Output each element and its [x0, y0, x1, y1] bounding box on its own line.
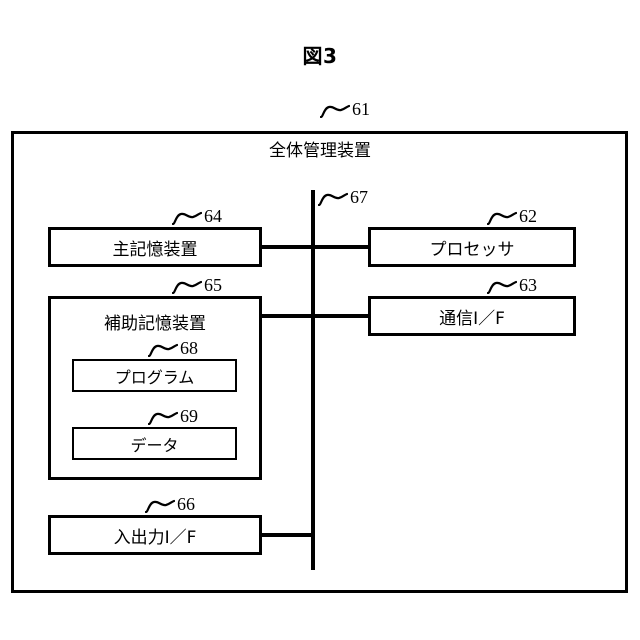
node-program-label: プログラム — [114, 367, 195, 387]
reference-callout-61: 61 — [319, 99, 370, 119]
reference-callout-62: 62 — [486, 206, 537, 226]
connector-aux-memory-to-bus — [260, 314, 314, 318]
node-io-interface-label: 入出力I／F — [113, 527, 197, 548]
connector-io-if-to-bus — [260, 533, 314, 537]
connector-bus-to-comm-if — [311, 314, 370, 318]
reference-number-61: 61 — [352, 99, 370, 119]
reference-number-65: 65 — [204, 275, 222, 295]
reference-callout-69: 69 — [147, 406, 198, 426]
bus-line — [311, 190, 315, 570]
reference-callout-66: 66 — [144, 494, 195, 514]
leader-tilde-icon — [144, 497, 176, 514]
reference-callout-64: 64 — [171, 206, 222, 226]
reference-number-67: 67 — [350, 187, 368, 207]
node-processor-label: プロセッサ — [429, 239, 515, 260]
leader-tilde-icon — [486, 278, 518, 295]
leader-tilde-icon — [171, 209, 203, 226]
node-data-label: データ — [130, 435, 179, 455]
node-processor: プロセッサ — [368, 227, 576, 267]
node-main-memory: 主記憶装置 — [48, 227, 262, 267]
leader-tilde-icon — [317, 190, 349, 207]
reference-callout-65: 65 — [171, 275, 222, 295]
reference-callout-68: 68 — [147, 338, 198, 358]
reference-number-64: 64 — [204, 206, 222, 226]
leader-tilde-icon — [486, 209, 518, 226]
reference-number-68: 68 — [180, 338, 198, 358]
reference-number-66: 66 — [177, 494, 195, 514]
node-data: データ — [72, 427, 237, 460]
leader-tilde-icon — [147, 341, 179, 358]
reference-callout-63: 63 — [486, 275, 537, 295]
figure-title: 図3 — [302, 44, 338, 68]
leader-tilde-icon — [319, 102, 351, 119]
node-io-interface: 入出力I／F — [48, 515, 262, 555]
reference-number-69: 69 — [180, 406, 198, 426]
connector-bus-to-processor — [311, 245, 370, 249]
node-communication-interface-label: 通信I／F — [439, 308, 505, 329]
leader-tilde-icon — [147, 409, 179, 426]
reference-callout-67: 67 — [317, 187, 368, 207]
node-main-memory-label: 主記憶装置 — [112, 239, 198, 260]
node-aux-memory-label: 補助記憶装置 — [104, 314, 206, 334]
node-communication-interface: 通信I／F — [368, 296, 576, 336]
reference-number-63: 63 — [519, 275, 537, 295]
outer-container-label: 全体管理装置 — [269, 141, 371, 161]
leader-tilde-icon — [171, 278, 203, 295]
connector-main-memory-to-bus — [260, 245, 314, 249]
node-program: プログラム — [72, 359, 237, 392]
reference-number-62: 62 — [519, 206, 537, 226]
